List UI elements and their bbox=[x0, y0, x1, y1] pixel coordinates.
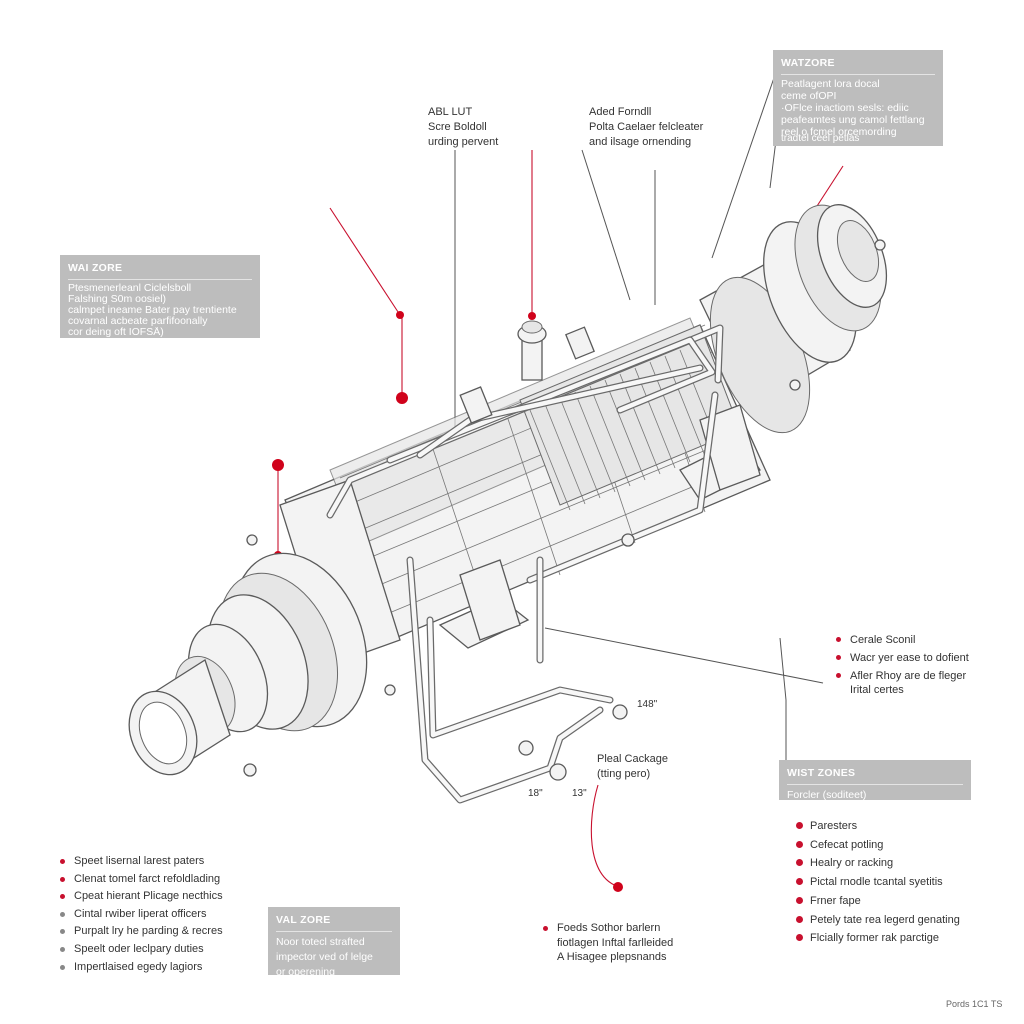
bullet-icon bbox=[60, 911, 65, 917]
callout-line: Aded Forndll bbox=[589, 106, 652, 118]
bullet-icon bbox=[796, 934, 803, 942]
zone-line: covarnal acbeate parfifoonally bbox=[68, 316, 208, 327]
list-item: Healry or racking bbox=[796, 854, 960, 873]
lower-piping bbox=[406, 533, 635, 804]
list-item: Cpeat hierant Plicage necthics bbox=[60, 888, 223, 906]
bullet-icon bbox=[60, 894, 65, 900]
zone-line: Ptesmenerleanl Ciclelsboll bbox=[68, 283, 192, 294]
zone-line: Noor totecl strafted bbox=[276, 936, 365, 948]
zone-box-bottom-mid: VAL ZORE Noor totecl strafted impector v… bbox=[268, 907, 400, 978]
bullet-icon bbox=[796, 896, 803, 904]
zone-line: reel o fcmel orcemording bbox=[781, 126, 897, 138]
bullet-icon bbox=[796, 822, 803, 829]
callout-top-left: ABL LUT Scre Boldoll urding pervent bbox=[428, 105, 498, 150]
callout-pipe: Pleal Cackage (tting pero) bbox=[597, 752, 668, 782]
bullet-icon bbox=[60, 946, 65, 952]
dimension-label: 148" bbox=[637, 699, 658, 710]
list-item: Wacr yer ease to dofient bbox=[836, 649, 969, 667]
list-item: Afler Rhoy are de fleger bbox=[836, 667, 969, 685]
callout-line: and ilsage ornending bbox=[589, 136, 692, 148]
zone-box-top-right: WATZORE Peatlagent lora docal ceme ofOPI… bbox=[773, 50, 943, 146]
bullet-icon bbox=[60, 859, 65, 864]
bullet-icon bbox=[836, 637, 841, 642]
list-bottom-left: Speet lisernal larest paters Clenat tome… bbox=[60, 853, 223, 976]
list-bottom-center: Foeds Sothor barlern fiotlagen Inftal fa… bbox=[543, 921, 673, 965]
zone-title: WAI ZORE bbox=[68, 261, 252, 280]
list-item: Speelt oder leclpary duties bbox=[60, 941, 223, 959]
list-right-bottom: Paresters Cefecat potling Healry or rack… bbox=[796, 817, 960, 948]
zone-line: ceme ofOPI bbox=[781, 90, 837, 102]
bullet-icon bbox=[796, 915, 803, 923]
zone-line-last: tradtel ceel petlas bbox=[781, 133, 860, 144]
list-item: Purpalt lry he parding & recres bbox=[60, 923, 223, 941]
callout-line: (tting pero) bbox=[597, 768, 651, 780]
list-item: fiotlagen Inftal farlleided bbox=[557, 936, 674, 949]
zone-line: impector ved of lelge bbox=[276, 951, 373, 963]
zone-title: VAL ZORE bbox=[276, 913, 392, 932]
bullet-icon bbox=[60, 876, 65, 882]
list-item: Foeds Sothor barlern bbox=[543, 921, 673, 936]
zone-title: WIST ZONES bbox=[787, 766, 963, 785]
zone-box-left: WAI ZORE Ptesmenerleanl Ciclelsboll Fals… bbox=[60, 255, 260, 338]
list-item: Impertlaised egedy lagiors bbox=[60, 959, 223, 977]
list-item: Petely tate rea legerd genating bbox=[796, 911, 960, 930]
list-right-top: Cerale Sconil Wacr yer ease to dofient A… bbox=[836, 631, 969, 699]
callout-line: urding pervent bbox=[428, 136, 499, 148]
list-item: Cintal rwiber liperat officers bbox=[60, 906, 223, 924]
zone-line: Forcler (soditeet) bbox=[787, 789, 867, 801]
bullet-icon bbox=[543, 926, 548, 931]
bolts bbox=[243, 239, 886, 777]
list-item: Cefecat potling bbox=[796, 836, 960, 855]
bullet-icon bbox=[836, 673, 841, 678]
zone-line: or operening bbox=[276, 966, 335, 978]
zone-line: cor deing oft IOFSÅ) bbox=[68, 327, 164, 338]
bullet-icon bbox=[836, 655, 841, 660]
list-item: A Hisagee plepsnands bbox=[557, 951, 667, 963]
zone-line: calmpet ineame Bater pay trentiente bbox=[68, 305, 237, 316]
zone-line: Falshing S0m oosiel) bbox=[68, 294, 167, 305]
callout-line: Polta Caelaer felcleater bbox=[589, 121, 704, 133]
list-item: Pictal rnodle tcantal syetitis bbox=[796, 873, 960, 892]
footer-label: Pords 1C1 TS bbox=[946, 999, 1003, 1009]
dimension-label: 18" bbox=[528, 788, 543, 799]
list-item: Cerale Sconil bbox=[836, 631, 969, 649]
vent-cap bbox=[459, 320, 595, 424]
list-item: Frner fape bbox=[796, 892, 960, 911]
list-item: Speet lisernal larest paters bbox=[60, 853, 223, 871]
leader-lines bbox=[454, 71, 824, 765]
bullet-icon bbox=[796, 840, 803, 848]
left-flanges bbox=[128, 479, 401, 776]
callout-line: ABL LUT bbox=[428, 106, 473, 118]
right-shaft bbox=[699, 204, 888, 434]
bullet-icon bbox=[796, 859, 803, 867]
zone-line: peafeamtes ung camol fettlang bbox=[781, 114, 925, 126]
list-item: Paresters bbox=[796, 817, 960, 836]
callout-line: Pleal Cackage bbox=[597, 753, 668, 765]
callout-line: Scre Boldoll bbox=[428, 121, 487, 133]
zone-line: Peatlagent lora docal bbox=[781, 78, 880, 90]
bullet-icon bbox=[60, 964, 65, 970]
zone-line: ·OFlce inactiom sesls: ediic bbox=[781, 102, 909, 114]
list-item: Clenat tomel farct refoldlading bbox=[60, 871, 223, 889]
bullet-icon bbox=[796, 878, 803, 886]
list-item: Irital certes bbox=[850, 684, 904, 696]
dimension-label: 13" bbox=[572, 788, 587, 799]
list-item: Flcially former rak parctige bbox=[796, 929, 960, 948]
callout-top-mid: Aded Forndll Polta Caelaer felcleater an… bbox=[589, 105, 703, 150]
zone-title: WATZORE bbox=[781, 56, 935, 75]
bullet-icon bbox=[60, 929, 65, 935]
zone-box-right: WIST ZONES Forcler (soditeet) bbox=[779, 760, 971, 801]
